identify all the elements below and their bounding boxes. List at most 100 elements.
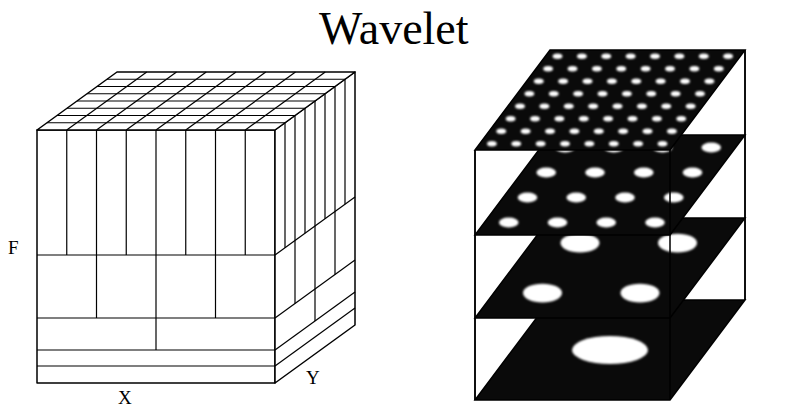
frame-post [669,150,671,400]
tile-edge [324,94,325,219]
wavelet-blob [645,218,665,228]
wavelet-blob [583,78,593,84]
cube-face [37,130,275,383]
wavelet-blob [702,143,722,153]
wavelet-blob [515,103,525,109]
tile-edge [334,212,335,275]
wavelet-blob [661,103,671,109]
tile-edge [155,318,156,350]
wavelet-blob [511,141,521,147]
wavelet-blob [628,116,638,122]
tile-edge [314,289,315,321]
tile-edge [215,130,216,255]
tile-edge [87,93,325,94]
wavelet-blob [633,141,643,147]
wavelet-blob [536,141,546,147]
wavelet-blob [622,91,632,97]
wavelet-blob [637,103,647,109]
plane-surface [475,50,745,150]
wavelet-blob [609,141,619,147]
tile-edge [96,130,97,255]
tiling-cube [37,72,355,383]
tile-edge [314,101,315,226]
wavelet-blob [705,78,715,84]
wavelet-blob [561,234,600,253]
wavelet-blob [568,66,578,72]
tile-edge [216,72,296,130]
wavelet-blob [573,91,583,97]
tile-edge [66,130,67,255]
axis-label: F [8,238,19,257]
wavelet-blob [613,103,623,109]
wavelet-blob [597,218,617,228]
wavelet-blob [530,116,540,122]
wavelet-blob [686,103,696,109]
tile-edge [245,72,325,130]
cube-face [37,72,355,130]
wavelet-blob [506,116,516,122]
wavelet-blob [664,193,684,203]
wavelet-blob [603,116,613,122]
wavelet-blob [560,141,570,147]
frame-post [744,50,746,300]
tile-edge [37,365,275,366]
wavelet-blob [650,53,660,59]
tile-edge [294,241,295,304]
wavelet-blob [567,193,587,203]
tile-edge [185,130,186,255]
wavelet-blob [695,91,705,97]
wavelet-blob [652,116,662,122]
wavelet-blob [676,116,686,122]
wavelet-blob [601,53,611,59]
wavelet-blob [658,141,668,147]
tile-edge [77,100,315,101]
wavelet-blob [592,66,602,72]
wavelet-blob [631,78,641,84]
tile-edge [215,255,216,318]
wavelet-blob [570,128,580,134]
axis-label: Y [306,368,320,387]
wavelet-blob [641,66,651,72]
wavelet-blob [658,234,697,253]
wavelet-blob [543,66,553,72]
frame-post [474,150,476,400]
wavelet-blob [616,66,626,72]
stacked-planes [475,50,745,400]
wavelet-blob [588,103,598,109]
wavelet-blob [548,218,568,228]
wavelet-blob [675,53,685,59]
wavelet-blob [525,91,535,97]
wavelet-blob [634,168,654,178]
wavelet-blob [723,53,733,59]
wavelet-blob [496,128,506,134]
frame-post [474,150,476,400]
wavelet-blob [585,141,595,147]
tile-edge [126,130,127,255]
wavelet-blob [667,128,677,134]
wavelet-blob [656,78,666,84]
tile-edge [155,130,156,255]
wavelet-blob [643,128,653,134]
wavelet-blob [534,78,544,84]
wavelet-blob [621,284,660,303]
tile-edge [314,226,315,289]
scale-plane [475,50,745,150]
wavelet-blob [577,53,587,59]
axis-label: X [118,388,132,407]
tile-edge [245,130,246,255]
tile-edge [334,87,335,212]
wavelet-blob [555,116,565,122]
wavelet-blob [714,66,724,72]
figure-title: Wavelet [319,6,469,52]
wavelet-blob [699,53,709,59]
wavelet-blob [549,91,559,97]
wavelet-blob [572,336,648,364]
wavelet-blob [626,53,636,59]
tile-edge [344,79,345,204]
frame-post [744,50,746,300]
wavelet-blob [553,53,563,59]
wavelet-blob [618,128,628,134]
wavelet-blob [540,103,550,109]
